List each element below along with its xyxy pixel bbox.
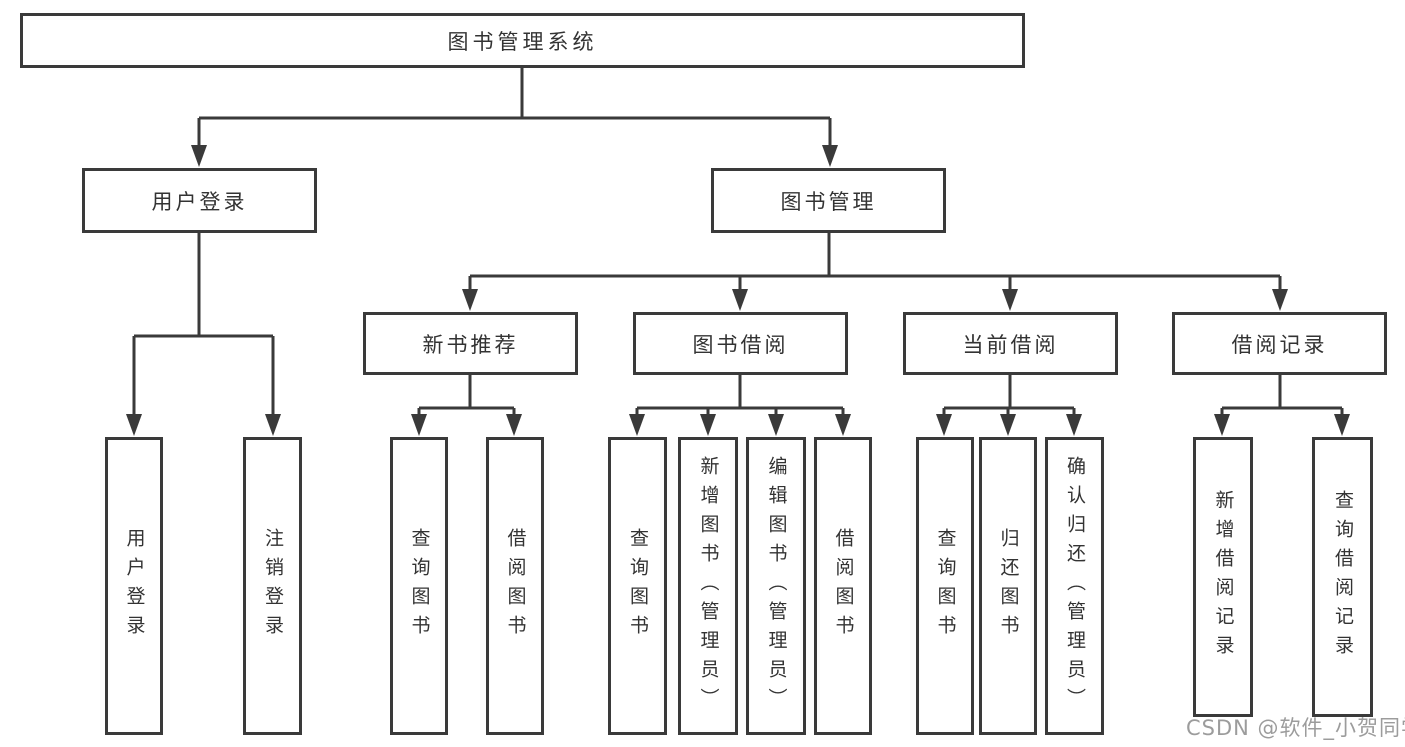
leaf-logout-label: 注销登录	[262, 528, 284, 644]
node-root-system: 图书管理系统	[20, 13, 1025, 68]
leaf-logout: 注销登录	[243, 437, 302, 735]
node-book-management: 图书管理	[711, 168, 946, 233]
leaf-edit-book-admin-label: 编辑图书（管理员）	[765, 455, 788, 717]
node-book-borrowing: 图书借阅	[633, 312, 848, 375]
node-borrow-records: 借阅记录	[1172, 312, 1387, 375]
leaf-add-book-admin-label: 新增图书（管理员）	[697, 455, 720, 717]
node-book-management-label: 图书管理	[780, 189, 877, 214]
node-book-borrowing-label: 图书借阅	[692, 332, 789, 357]
node-user-login-label: 用户登录	[151, 189, 248, 214]
leaf-query-books-borrow-label: 查询图书	[627, 528, 649, 644]
leaf-query-borrow-record: 查询借阅记录	[1312, 437, 1373, 717]
leaf-borrow-books-recommend-label: 借阅图书	[504, 528, 527, 644]
leaf-add-book-admin: 新增图书（管理员）	[678, 437, 738, 735]
node-root-label: 图书管理系统	[447, 29, 598, 54]
node-new-book-recommend-label: 新书推荐	[422, 332, 519, 357]
leaf-confirm-return-admin: 确认归还（管理员）	[1045, 437, 1104, 735]
leaf-add-borrow-record-label: 新增借阅记录	[1212, 490, 1235, 664]
leaf-borrow-books-label: 借阅图书	[832, 528, 855, 644]
leaf-borrow-books-recommend: 借阅图书	[486, 437, 544, 735]
leaf-borrow-books: 借阅图书	[814, 437, 872, 735]
node-current-borrowing: 当前借阅	[903, 312, 1118, 375]
node-user-login: 用户登录	[82, 168, 317, 233]
node-borrow-records-label: 借阅记录	[1231, 332, 1328, 357]
leaf-return-book-label: 归还图书	[997, 528, 1020, 644]
leaf-confirm-return-admin-label: 确认归还（管理员）	[1064, 455, 1086, 717]
leaf-user-login: 用户登录	[105, 437, 163, 735]
leaf-query-books-recommend-label: 查询图书	[408, 528, 431, 644]
node-new-book-recommend: 新书推荐	[363, 312, 578, 375]
leaf-add-borrow-record: 新增借阅记录	[1193, 437, 1253, 717]
csdn-watermark: CSDN @软件_小贺同学	[1186, 716, 1405, 740]
node-current-borrowing-label: 当前借阅	[962, 332, 1059, 357]
leaf-query-books-current-label: 查询图书	[934, 528, 957, 644]
leaf-query-books-current: 查询图书	[916, 437, 974, 735]
leaf-query-books-recommend: 查询图书	[390, 437, 448, 735]
leaf-user-login-label: 用户登录	[123, 528, 146, 644]
leaf-return-book: 归还图书	[979, 437, 1037, 735]
leaf-query-borrow-record-label: 查询借阅记录	[1332, 490, 1354, 664]
leaf-edit-book-admin: 编辑图书（管理员）	[746, 437, 806, 735]
leaf-query-books-borrow: 查询图书	[608, 437, 667, 735]
